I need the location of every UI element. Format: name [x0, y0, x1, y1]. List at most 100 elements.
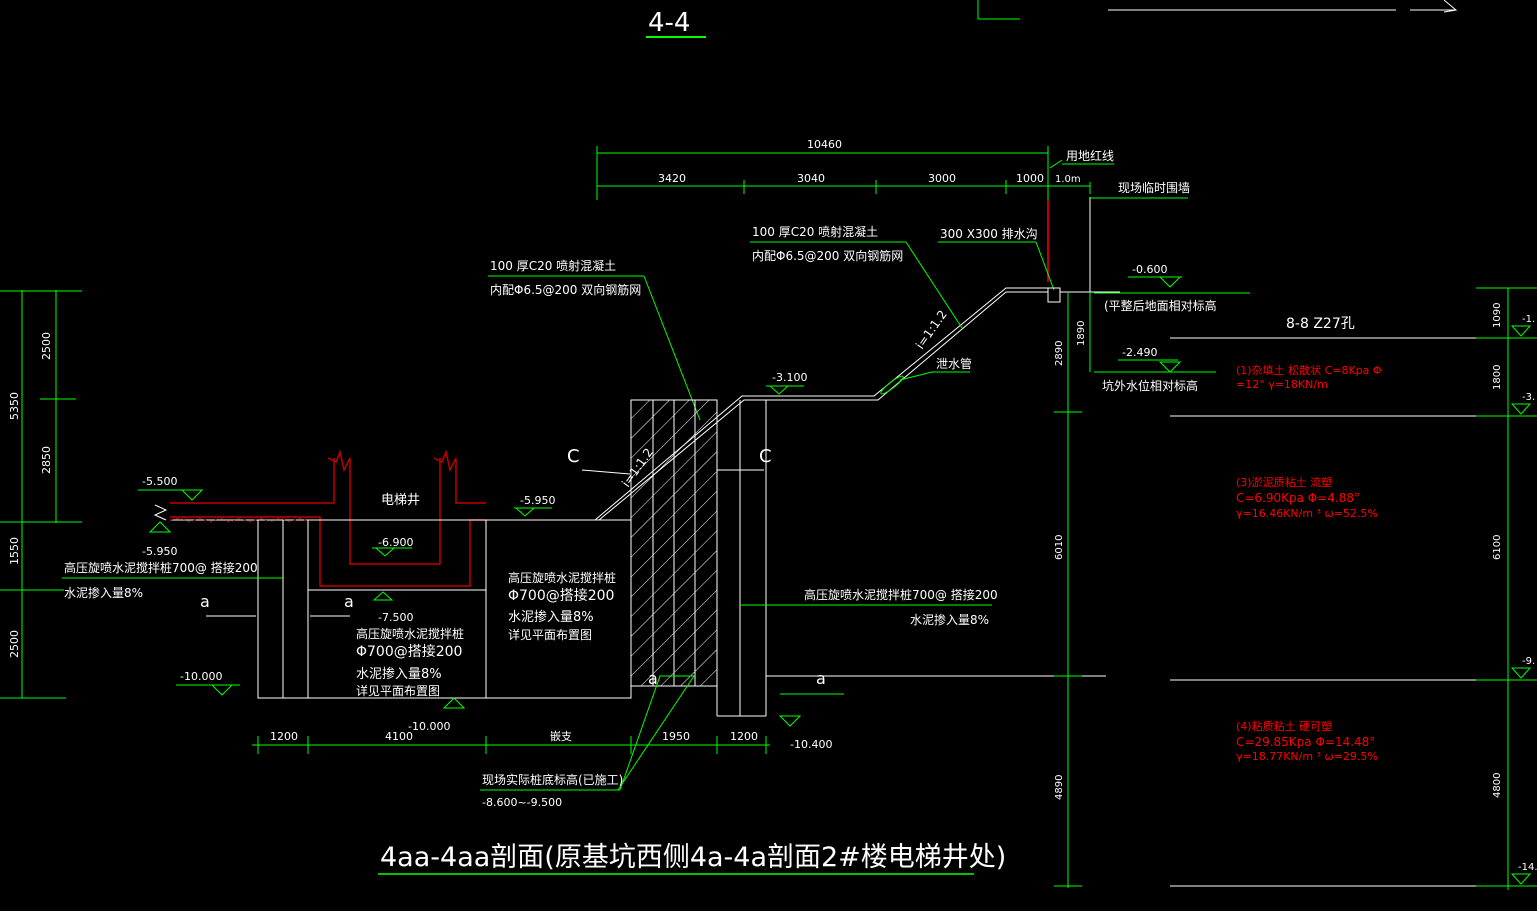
elev-10400: -10.400 — [790, 738, 832, 751]
dim-left-2500-top: 2500 — [40, 332, 53, 360]
water-elev-label: 坑外水位相对标高 — [1102, 378, 1198, 393]
dim-left-2500-bottom: 2500 — [8, 630, 21, 658]
elev-10000-mid: -10.000 — [408, 720, 450, 733]
pile-bottom-leader — [617, 675, 695, 791]
mark-c-left-line — [581, 469, 631, 475]
dim-3040: 3040 — [797, 172, 825, 185]
ground-elev-label: (平整后地面相对标高 — [1104, 298, 1217, 313]
mark-a-mid: a — [344, 592, 354, 611]
elev-10000-mid-marker — [442, 697, 466, 709]
soil-layer-1-line1: (1)杂填土 松散状 C=8Kpa Φ — [1236, 363, 1382, 377]
elev-0600: -0.600 — [1132, 263, 1167, 276]
pile-bottom-range: -8.600~-9.500 — [482, 796, 562, 809]
elev-5950-left-marker — [148, 521, 172, 533]
dim-bottom-1950: 1950 — [662, 730, 690, 743]
elev-5950-mid: -5.950 — [520, 494, 555, 507]
pit-white-lines — [170, 519, 632, 699]
elev-2490: -2.490 — [1122, 346, 1157, 359]
elev-5950-left: -5.950 — [142, 545, 177, 558]
elev-10000-left-marker — [210, 684, 234, 696]
dim-left-1550: 1550 — [8, 537, 21, 565]
dim-left-2850: 2850 — [40, 446, 53, 474]
drain-pipe-label: 泄水管 — [936, 356, 972, 371]
dim-right-2890: 2890 — [1054, 341, 1065, 366]
elev-10400-marker — [778, 715, 802, 727]
pile-note-center-l3: 水泥掺入量8% — [508, 609, 594, 625]
elev-5500-marker — [180, 489, 204, 501]
elev-tick-9: -9. — [1522, 656, 1535, 667]
elev-5500: -5.500 — [142, 475, 177, 488]
drain-pipe — [880, 375, 904, 395]
shotcrete-note-upper-l2: 内配Φ6.5@200 双向钢筋网 — [752, 248, 903, 263]
elev-2490-marker — [1158, 361, 1182, 373]
dim-bottom-embed: 嵌支 — [550, 730, 572, 743]
dim-bottom-4100: 4100 — [385, 730, 413, 743]
right-dimension-chain — [1054, 292, 1091, 888]
bottom-dimension-chain — [252, 736, 770, 754]
dim-1000: 1000 — [1016, 172, 1044, 185]
dim-right-6010: 6010 — [1054, 535, 1065, 560]
pile-note-center-l2: Φ700@搭接200 — [508, 587, 614, 604]
pile-note-center-l4: 详见平面布置图 — [508, 627, 592, 642]
pile-note-left-l1: 高压旋喷水泥搅拌桩700@ 搭接200 — [64, 560, 258, 575]
shotcrete-note-lower-l2: 内配Φ6.5@200 双向钢筋网 — [490, 282, 641, 297]
pile-note-left-l2: 水泥掺入量8% — [64, 585, 143, 600]
slope-ratio-upper: i=1:1.2 — [913, 308, 950, 352]
elev-7500: -7.500 — [378, 611, 413, 624]
dim-1m: 1.0m — [1055, 174, 1081, 185]
mark-a-wall: a — [648, 669, 658, 688]
dim-3420: 3420 — [658, 172, 686, 185]
drainage-ditch — [1047, 287, 1061, 303]
section-label-4-4: 4-4 — [648, 8, 690, 38]
elev-5950-mid-marker — [514, 507, 536, 517]
shotcrete-note-upper-l1: 100 厚C20 喷射混凝土 — [752, 224, 878, 239]
drain-pipe-leader — [899, 371, 933, 381]
shotcrete-upper-leader — [905, 241, 963, 329]
soil-layer-3-line2: C=6.90Kpa Φ=4.88° — [1236, 491, 1360, 505]
pile-note-mid-l3: 水泥掺入量8% — [356, 666, 442, 682]
pile-note-mid-l1: 高压旋喷水泥搅拌桩 — [356, 626, 464, 641]
elev-tick-3: -3. — [1522, 392, 1535, 403]
elev-0600-marker — [1158, 276, 1182, 288]
dim-left-5350: 5350 — [8, 392, 21, 420]
elevator-shaft-red-walls — [170, 449, 486, 587]
elev-6900: -6.900 — [378, 536, 413, 549]
pile-wall-lines — [652, 400, 767, 717]
dim-3000: 3000 — [928, 172, 956, 185]
dim-bottom-1200-left: 1200 — [270, 730, 298, 743]
ground-surface-texture — [169, 517, 311, 523]
soil-layer-3-line3: γ=16.46KN/m ³ ω=52.5% — [1236, 507, 1378, 520]
elev-6900-marker — [374, 547, 396, 557]
dim-far-6100: 6100 — [1492, 535, 1503, 560]
dim-far-1800: 1800 — [1492, 365, 1503, 390]
soil-layer-3-line1: (3)淤泥质粘土 流塑 — [1236, 475, 1332, 489]
pile-note-right-l2: 水泥掺入量8% — [910, 612, 989, 627]
elev-3100: -3.100 — [772, 371, 807, 384]
dim-far-1090: 1090 — [1492, 303, 1503, 328]
borehole-label: 8-8 Z27孔 — [1286, 316, 1355, 332]
soil-layer-4-line2: C=29.85Kpa Φ=14.48° — [1236, 735, 1375, 749]
elevator-shaft-label: 电梯井 — [381, 493, 420, 508]
ditch-label: 300 X300 排水沟 — [940, 227, 1038, 241]
pile-note-mid-l2: Φ700@搭接200 — [356, 643, 462, 660]
property-line-label: 用地红线 — [1066, 148, 1114, 163]
elev-10000-left: -10.000 — [180, 670, 222, 683]
pile-note-center-l1: 高压旋喷水泥搅拌桩 — [508, 570, 616, 585]
elev-7500-marker — [372, 591, 394, 601]
mark-c-left: C — [567, 446, 580, 467]
pile-bottom-label: 现场实际桩底标高(已施工) — [482, 772, 623, 787]
top-dimension-chain — [596, 146, 1091, 200]
soil-layer-4-line1: (4)粘质粘土 硬可塑 — [1236, 719, 1332, 733]
elev-tick-1: -1. — [1522, 314, 1535, 325]
mark-a-right: a — [816, 669, 826, 688]
ditch-leader — [1035, 241, 1055, 291]
top-right-fragment-lines — [977, 0, 1458, 20]
mark-a-left: a — [200, 592, 210, 611]
shotcrete-note-lower-l1: 100 厚C20 喷射混凝土 — [490, 258, 616, 273]
dim-right-1890: 1890 — [1076, 321, 1087, 346]
property-leader — [1049, 159, 1063, 169]
left-dimension-chain — [0, 290, 82, 699]
dim-right-4890: 4890 — [1054, 775, 1065, 800]
temp-wall-label: 现场临时围墙 — [1118, 181, 1190, 195]
